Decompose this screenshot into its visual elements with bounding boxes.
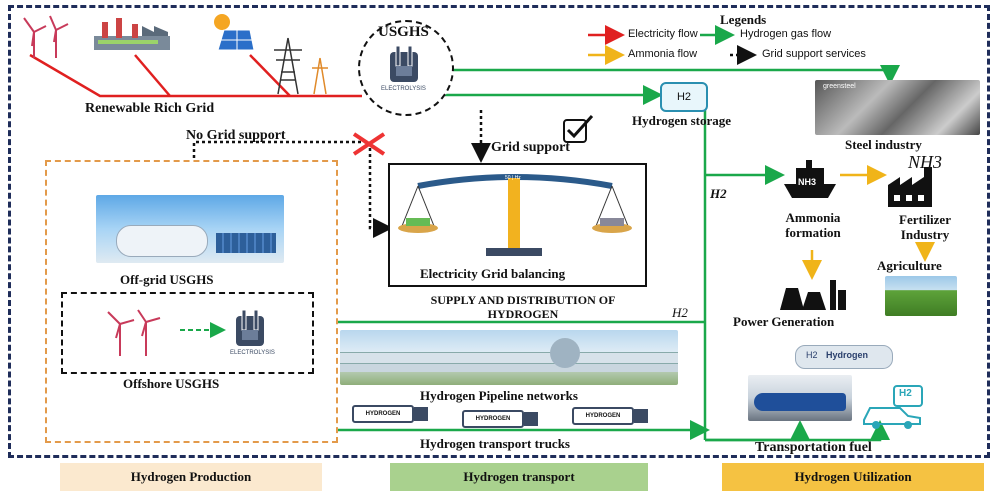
transmission-tower-icon <box>274 37 328 95</box>
usghs-title: USGHS <box>378 24 429 40</box>
offshore-box <box>61 292 314 374</box>
footer-production: Hydrogen Production <box>60 463 322 491</box>
cross-icon <box>352 132 386 156</box>
truck-3: HYDROGEN <box>572 407 648 425</box>
h2-lower-label: H2 <box>672 305 688 320</box>
steel-industry-label: Steel industry <box>845 137 922 152</box>
hydrogen-storage-tank-icon: H2 <box>660 82 708 112</box>
factory-icon <box>94 18 170 50</box>
trucks-label: Hydrogen transport trucks <box>420 436 570 451</box>
nh3-label: NH3 <box>908 152 943 172</box>
legend-electricity: Electricity flow <box>628 28 698 40</box>
transportation-fuel-label: Transportation fuel <box>755 440 872 455</box>
legend-hydrogen: Hydrogen gas flow <box>740 28 832 40</box>
h2-upper-label: H2 <box>710 186 727 201</box>
ammonia-ship-icon <box>784 160 836 198</box>
offshore-electrolysis-caption: ELECTROLYSIS <box>230 350 275 356</box>
tanker-text: Hydrogen <box>826 350 869 360</box>
balance-top-text: 50 | Hz <box>505 175 521 181</box>
hydrogen-tanker-truck: Hydrogen H2 <box>795 345 893 369</box>
production-box <box>45 160 338 443</box>
truck-3-text: HYDROGEN <box>572 407 634 425</box>
electrolyzer-icon <box>390 45 418 82</box>
off-grid-label: Off-grid USGHS <box>120 272 214 287</box>
hydrogen-car-icon <box>863 385 923 429</box>
supply-title: SUPPLY AND DISTRIBUTION OF HYDROGEN <box>430 293 616 321</box>
legend-ammonia: Ammonia flow <box>628 48 698 60</box>
off-grid-photo <box>96 195 284 263</box>
tanker-h2: H2 <box>806 350 818 360</box>
offshore-wind-turbine-icon <box>107 309 161 356</box>
offshore-label: Offshore USGHS <box>123 376 220 391</box>
agriculture-photo <box>885 276 957 316</box>
renewable-grid-label: Renewable Rich Grid <box>85 101 215 116</box>
legend-samples <box>588 25 757 65</box>
steel-photo: greensteel <box>815 80 980 135</box>
legend-grid-support: Grid support services <box>762 48 866 60</box>
footer-transport: Hydrogen transport <box>390 463 648 491</box>
wind-turbine-icon <box>23 15 69 58</box>
legend-title: Legends <box>720 12 767 27</box>
footer-utilization: Hydrogen Utilization <box>722 463 984 491</box>
electricity-lines <box>29 53 362 98</box>
truck-2-text: HYDROGEN <box>462 410 524 428</box>
ammonia-lines <box>802 165 935 280</box>
checkbox-icon <box>563 114 594 143</box>
diagram-frame <box>8 5 990 458</box>
usghs-electrolysis-caption: ELECTROLYSIS <box>381 86 426 92</box>
train-photo <box>748 375 852 421</box>
hydrogen-lines <box>338 65 900 442</box>
truck-2: HYDROGEN <box>462 410 538 428</box>
nh3-ship-text: NH3 <box>798 177 817 187</box>
fertilizer-factory-icon <box>888 167 932 207</box>
pipeline-photo <box>340 330 678 385</box>
solar-panel-icon <box>214 14 255 51</box>
no-grid-support-label: No Grid support <box>186 128 286 143</box>
ammonia-formation-label: Ammonia formation <box>785 210 841 240</box>
balance-scale-icon <box>398 174 632 256</box>
fertilizer-industry-label: Fertilizer Industry <box>899 212 951 242</box>
steel-photo-text: greensteel <box>823 83 856 90</box>
grid-support-label: Grid support <box>491 140 570 155</box>
grid-balancing-label: Electricity Grid balancing <box>420 266 566 281</box>
pipeline-label: Hydrogen Pipeline networks <box>420 388 578 403</box>
car-h2-text: H2 <box>899 388 912 399</box>
truck-1-text: HYDROGEN <box>352 405 414 423</box>
truck-1: HYDROGEN <box>352 405 428 423</box>
agriculture-label: Agriculture <box>877 258 942 273</box>
power-plant-icon <box>780 280 846 310</box>
offshore-electrolyzer-icon <box>236 309 264 346</box>
power-generation-label: Power Generation <box>733 314 835 329</box>
hydrogen-storage-label: Hydrogen storage <box>632 113 732 128</box>
